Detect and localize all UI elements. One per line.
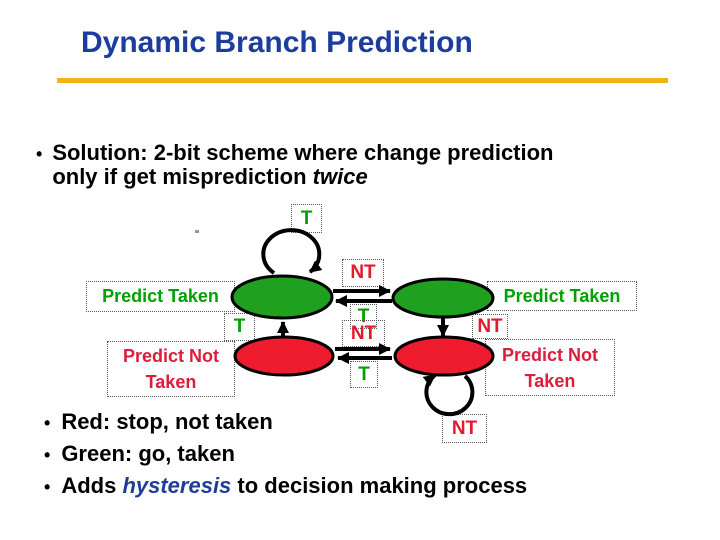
state-label-predict-not-taken-left-text: Predict Not Taken	[123, 343, 219, 395]
adds-suffix: to decision making process	[231, 473, 528, 498]
state-label-predict-not-taken-right-text: Predict Not Taken	[502, 342, 598, 394]
pnt-left-line2: Taken	[145, 372, 197, 392]
transition-label-t-back-between-reds: T	[350, 361, 378, 388]
legend-red-text: Red: stop, not taken	[61, 409, 273, 434]
transition-label-self-loop-taken: T	[291, 204, 322, 233]
legend-bullet-green: • Green: go, taken	[44, 443, 235, 466]
state-label-predict-taken-right: Predict Taken	[487, 281, 637, 311]
transition-label-nt-between-reds: NT	[342, 320, 385, 347]
intro-bullet-text: Solution: 2-bit scheme where change pred…	[52, 141, 553, 189]
bullet-marker: •	[44, 413, 51, 433]
transition-label-self-loop-not-taken: NT	[442, 414, 487, 443]
bullet-marker: •	[44, 477, 51, 497]
title-underline-rule	[57, 78, 668, 83]
self-loop-arrow-bottom-right	[422, 373, 475, 417]
state-ellipse-predict-taken-strong	[230, 274, 334, 320]
legend-bullet-hysteresis: • Adds hysteresis to decision making pro…	[44, 475, 527, 498]
state-label-predict-not-taken-left: Predict Not Taken	[107, 341, 235, 397]
state-ellipse-predict-not-taken-weak	[233, 335, 335, 377]
intro-line2-emphasis: twice	[312, 164, 368, 189]
legend-green-text: Green: go, taken	[61, 441, 235, 466]
transition-label-t-back-between-greens: T	[350, 304, 377, 329]
state-ellipse-predict-not-taken-strong	[393, 335, 495, 377]
self-loop-arrow-top-left	[261, 228, 323, 275]
intro-line1: Solution: 2-bit scheme where change pred…	[52, 140, 554, 165]
bullet-marker: •	[36, 144, 43, 164]
transition-label-t-up-left: T	[224, 313, 255, 341]
pnt-right-line1: Predict Not	[501, 344, 598, 365]
intro-line2-prefix: only if get misprediction	[52, 164, 313, 189]
page-title: Dynamic Branch Prediction	[81, 26, 473, 59]
state-label-predict-not-taken-right: Predict Not Taken	[485, 339, 615, 396]
legend-bullet-red: • Red: stop, not taken	[44, 411, 273, 434]
pnt-right-line2: Taken	[524, 370, 576, 391]
transition-label-nt-between-greens: NT	[342, 259, 384, 287]
adds-emphasis: hysteresis	[122, 473, 232, 498]
adds-prefix: Adds	[61, 473, 123, 498]
stray-dot	[195, 230, 199, 233]
legend-hysteresis-text: Adds hysteresis to decision making proce…	[61, 475, 527, 497]
state-label-predict-taken-left: Predict Taken	[86, 281, 235, 312]
state-ellipse-predict-taken-weak	[391, 277, 495, 319]
intro-bullet: • Solution: 2-bit scheme where change pr…	[36, 141, 636, 189]
bullet-marker: •	[44, 445, 51, 465]
pnt-left-line1: Predict Not	[122, 346, 219, 366]
transition-label-nt-down-right: NT	[472, 314, 508, 339]
